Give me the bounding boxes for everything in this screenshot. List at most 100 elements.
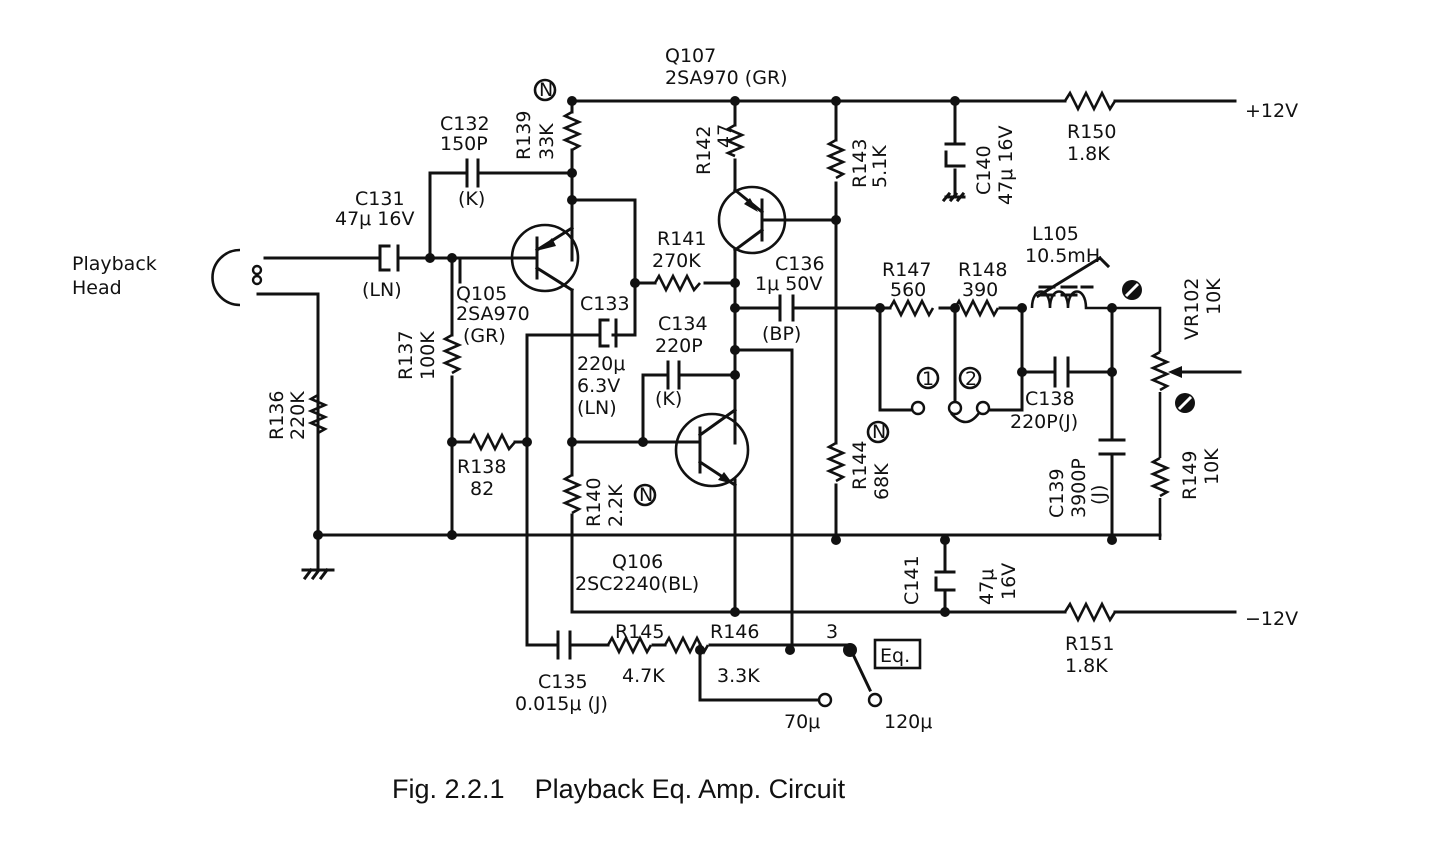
c138-val: 220P(J) bbox=[1010, 411, 1078, 433]
r136-ref: R136 bbox=[266, 391, 288, 440]
r147-ref: R147 bbox=[882, 259, 931, 281]
r144-val: 68K bbox=[871, 463, 893, 500]
r149-symbol bbox=[1149, 456, 1171, 498]
r137-val: 100K bbox=[417, 331, 439, 380]
q107-ref: Q107 bbox=[665, 45, 716, 67]
r148-symbol bbox=[953, 298, 1000, 318]
vr102-symbol bbox=[1149, 350, 1171, 392]
c133-volt: 6.3V bbox=[577, 375, 620, 397]
r150-ref: R150 bbox=[1067, 121, 1116, 143]
q107-part: 2SA970 (GR) bbox=[665, 67, 788, 89]
switch-position-3: 3 bbox=[826, 621, 838, 643]
vr102-ref: VR102 bbox=[1181, 278, 1203, 340]
r137-ref: R137 bbox=[395, 331, 417, 380]
c139-val: 3900P bbox=[1068, 458, 1090, 518]
r140-symbol bbox=[561, 473, 583, 515]
trim-screws bbox=[1122, 280, 1195, 413]
c132-val: 150P bbox=[440, 133, 488, 155]
r140-val: 2.2K bbox=[605, 484, 627, 527]
r146-ref: R146 bbox=[710, 621, 759, 643]
r139-symbol bbox=[561, 110, 583, 152]
r136-val: 220K bbox=[287, 391, 309, 440]
terminals bbox=[817, 400, 991, 708]
c139-ref: C139 bbox=[1046, 468, 1068, 518]
r142-ref: R142 bbox=[693, 126, 715, 175]
r143-ref: R143 bbox=[849, 139, 871, 188]
r146-val: 3.3K bbox=[717, 665, 760, 687]
c132-type: (K) bbox=[458, 188, 485, 210]
r147-val: 560 bbox=[890, 279, 926, 301]
head-label-1: Playback bbox=[72, 253, 157, 275]
r145-ref: R145 bbox=[615, 621, 664, 643]
r141-ref: R141 bbox=[657, 228, 706, 250]
negative-rail-label: −12V bbox=[1245, 608, 1298, 630]
n-markers bbox=[533, 78, 982, 507]
r148-ref: R148 bbox=[958, 259, 1007, 281]
r143-symbol bbox=[825, 138, 847, 180]
c139-type: (J) bbox=[1088, 485, 1110, 505]
c133-ref: C133 bbox=[580, 293, 630, 315]
r145-symbol bbox=[606, 635, 653, 655]
c136-val: 1μ 50V bbox=[755, 273, 822, 295]
r136-symbol bbox=[307, 393, 329, 435]
eq-120us-label: 120μ bbox=[884, 711, 932, 733]
c140-val: 47μ 16V bbox=[995, 126, 1017, 205]
q105-grade: (GR) bbox=[463, 325, 506, 347]
c133-val: 220μ bbox=[577, 353, 625, 375]
r145-val: 4.7K bbox=[622, 665, 665, 687]
c131-type: (LN) bbox=[362, 279, 402, 301]
head-label-2: Head bbox=[72, 277, 122, 299]
r138-ref: R138 bbox=[457, 456, 506, 478]
c135-val: 0.015μ (J) bbox=[515, 693, 608, 715]
l105-ref: L105 bbox=[1032, 223, 1079, 245]
r148-val: 390 bbox=[962, 279, 998, 301]
eq-label: Eq. bbox=[880, 645, 910, 667]
c134-val: 220P bbox=[655, 335, 703, 357]
wires bbox=[256, 90, 1242, 702]
q105-symbol bbox=[508, 223, 580, 293]
r139-ref: R139 bbox=[513, 111, 535, 160]
terminal-2-mark: 2 bbox=[965, 368, 977, 390]
r147-symbol bbox=[888, 298, 935, 318]
r142-symbol bbox=[724, 123, 746, 158]
c134-ref: C134 bbox=[658, 313, 708, 335]
eq-box bbox=[873, 638, 922, 670]
n-mark: N bbox=[872, 421, 886, 443]
c132-ref: C132 bbox=[440, 113, 490, 135]
r150-val: 1.8K bbox=[1067, 143, 1110, 165]
c140-ref: C140 bbox=[973, 145, 995, 195]
n-mark: N bbox=[639, 484, 653, 506]
r149-val: 10K bbox=[1201, 448, 1223, 485]
c141-ref: C141 bbox=[901, 555, 923, 605]
c136-type: (BP) bbox=[762, 323, 801, 345]
r144-ref: R144 bbox=[849, 441, 871, 490]
r151-val: 1.8K bbox=[1065, 655, 1108, 677]
r143-val: 5.1K bbox=[869, 145, 891, 188]
r140-ref: R140 bbox=[583, 478, 605, 527]
q106-ref: Q106 bbox=[612, 551, 663, 573]
q105-ref: Q105 bbox=[456, 283, 507, 305]
r151-symbol bbox=[1063, 601, 1117, 623]
c131-ref: C131 bbox=[355, 188, 405, 210]
figure-caption: Fig. 2.2.1 Playback Eq. Amp. Circuit bbox=[392, 774, 846, 804]
c133-type: (LN) bbox=[577, 397, 617, 419]
labels: Playback Head C131 47μ 16V (LN) C132 150… bbox=[72, 45, 1298, 804]
c141-volt: 16V bbox=[998, 563, 1020, 600]
c141-val: 47μ bbox=[976, 569, 998, 605]
r150-symbol bbox=[1063, 90, 1117, 112]
r137-symbol bbox=[441, 333, 463, 375]
q106-part: 2SC2240(BL) bbox=[575, 573, 699, 595]
c134-type: (K) bbox=[655, 388, 682, 410]
terminal-1-mark: 1 bbox=[922, 368, 934, 390]
q107-symbol bbox=[717, 185, 787, 255]
c131-val: 47μ 16V bbox=[335, 208, 414, 230]
r151-ref: R151 bbox=[1065, 633, 1114, 655]
r138-symbol bbox=[468, 432, 516, 452]
r142-val: 47 bbox=[714, 124, 736, 148]
eq-70us-label: 70μ bbox=[784, 711, 820, 733]
positive-rail-label: +12V bbox=[1245, 100, 1298, 122]
r138-val: 82 bbox=[470, 478, 494, 500]
playback-head-symbol bbox=[211, 248, 263, 307]
q105-part: 2SA970 bbox=[456, 303, 530, 325]
r141-val: 270K bbox=[652, 250, 701, 272]
